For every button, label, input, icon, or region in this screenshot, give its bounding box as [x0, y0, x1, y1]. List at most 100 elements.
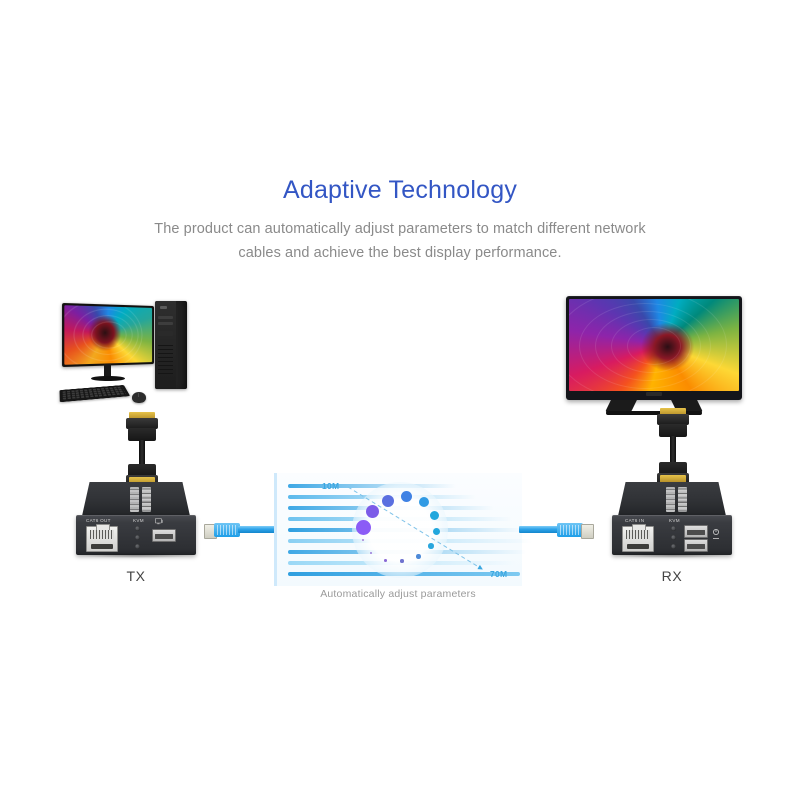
- hdmi-gold-contacts: [129, 412, 155, 419]
- bar-1: [288, 484, 456, 488]
- subtitle-line-2: cables and achieve the best display perf…: [238, 244, 562, 261]
- spinner-dot-9: [416, 554, 421, 559]
- tx-usb-port-1[interactable]: [152, 529, 176, 542]
- spinner-dot-7: [433, 528, 440, 535]
- extender-rx: CAT6 IN KVM RX: [612, 482, 732, 584]
- ethernet-wire-right: [519, 526, 559, 533]
- spinner-dot-11: [384, 559, 387, 562]
- usb-slot: [155, 534, 173, 539]
- mouse-button-split: [138, 393, 139, 397]
- tx-rj45-label: CAT6 OUT: [86, 518, 111, 523]
- tv-screen: [569, 299, 739, 391]
- tx-shadow: [80, 553, 192, 558]
- rj45-boot-ribs-left: [217, 525, 237, 535]
- rj45-tab-icon: [96, 524, 110, 530]
- rj45-slot: [91, 544, 113, 549]
- ethernet-wire-left: [238, 526, 278, 533]
- ethernet-cable-left: [204, 521, 278, 541]
- rx-top-surface: [618, 482, 726, 516]
- usb-display-icon: [155, 518, 163, 525]
- rj45-pins: [90, 530, 114, 539]
- rx-led-1: [671, 526, 676, 531]
- rx-caption: RX: [661, 568, 683, 584]
- rx-shadow: [616, 553, 728, 558]
- keyboard: [59, 384, 131, 403]
- hdmi-connector-shell-rx-2: [659, 462, 687, 475]
- subtitle-line-1: The product can automatically adjust par…: [154, 221, 646, 237]
- rx-usb-port-1[interactable]: [684, 525, 708, 538]
- tx-label-sticker-1: [130, 487, 139, 512]
- tower-logo: [160, 306, 167, 309]
- tx-led-2: [135, 535, 140, 540]
- hdmi-connector-bottom: [126, 464, 158, 493]
- hdmi-connector-body-rx: [657, 414, 689, 425]
- spinner-dot-5: [419, 497, 429, 507]
- rx-led-3: [671, 544, 676, 549]
- tower-front-panel: [155, 301, 176, 389]
- tx-caption: TX: [126, 568, 146, 584]
- label-70m: 70M: [490, 569, 508, 579]
- hdmi-connector-shell: [128, 428, 156, 441]
- rj45-slot-rx: [627, 544, 649, 549]
- tx-led-1: [135, 526, 140, 531]
- rx-rj45-label: CAT6 IN: [625, 518, 645, 523]
- page-subtitle: The product can automatically adjust par…: [0, 218, 800, 266]
- tv-bezel: [566, 296, 742, 400]
- rx-rj45-port[interactable]: [622, 524, 654, 552]
- television: [566, 296, 742, 418]
- rx-led-2: [671, 535, 676, 540]
- spinner-dot-4: [401, 491, 412, 502]
- hdmi-connector-top-rx: [657, 408, 689, 437]
- rx-front-panel: CAT6 IN KVM: [612, 515, 732, 555]
- hdmi-gold-contacts-rx-2: [660, 475, 686, 482]
- monitor-bezel: [62, 302, 155, 368]
- spinner-dot-12: [370, 552, 373, 555]
- tx-front-panel: CAT6 OUT KVM: [76, 515, 196, 555]
- hdmi-wire-rx: [670, 436, 676, 464]
- header: Adaptive Technology The product can auto…: [0, 175, 800, 266]
- hdmi-gold-contacts-rx: [660, 408, 686, 415]
- hdmi-connector-shell-rx: [659, 424, 687, 437]
- mouse: [132, 392, 146, 403]
- rj45-boot-ribs-right: [560, 525, 580, 535]
- rx-label-sticker-1: [666, 487, 675, 512]
- hdmi-connector-body: [126, 418, 158, 429]
- hdmi-connector-top: [126, 412, 158, 441]
- hdmi-gold-contacts-2: [129, 477, 155, 484]
- spinner-dot-8: [428, 543, 434, 549]
- tv-brand-logo: [646, 392, 662, 396]
- hdmi-connector-bottom-rx: [657, 462, 689, 491]
- spinner-dot-6: [430, 511, 439, 520]
- rx-usb-port-2[interactable]: [684, 539, 708, 552]
- usb-slot-2: [687, 544, 705, 549]
- usb-slot-1: [687, 530, 705, 535]
- rj45-plug-boot-right: [557, 523, 583, 537]
- power-usb-icon: [713, 529, 719, 539]
- ethernet-cable-right: [519, 521, 613, 541]
- rx-kvm-label: KVM: [669, 518, 680, 523]
- tx-label-sticker-2: [142, 487, 151, 512]
- hdmi-wire: [139, 440, 145, 466]
- diagram-caption: Automatically adjust parameters: [320, 588, 476, 600]
- tx-rj45-port[interactable]: [86, 524, 118, 552]
- rj45-tab-icon-rx: [632, 524, 646, 530]
- rj45-pins-rx: [626, 530, 650, 539]
- spinner-dot-1: [356, 520, 371, 535]
- spinner-dot-13: [362, 539, 364, 541]
- rj45-plug-boot-left: [214, 523, 240, 537]
- distance-arrow: [347, 486, 483, 570]
- rx-label-sticker-2: [678, 487, 687, 512]
- monitor-screen: [64, 305, 153, 365]
- spinner-dot-3: [382, 495, 394, 507]
- label-10m: 10M: [322, 481, 340, 491]
- spinner-dot-2: [366, 505, 379, 518]
- tx-kvm-label: KVM: [133, 518, 144, 523]
- extender-tx: CAT6 OUT KVM TX: [76, 482, 196, 584]
- tx-top-surface: [82, 482, 190, 516]
- spinner-dot-10: [400, 559, 404, 563]
- monitor-stand-base: [91, 376, 125, 381]
- hdmi-connector-shell-2: [128, 464, 156, 477]
- adaptive-diagram-panel: 10M 70M: [274, 473, 532, 586]
- panel-left-edge: [274, 473, 277, 586]
